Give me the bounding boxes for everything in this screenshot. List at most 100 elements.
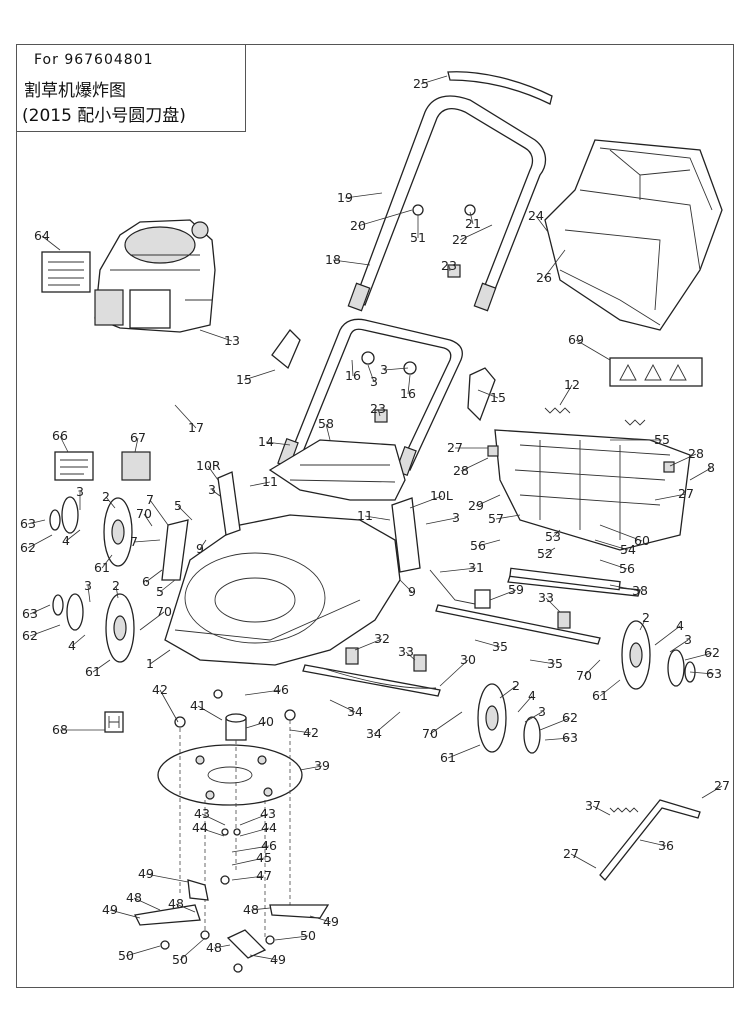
leader-line xyxy=(354,638,383,651)
part-number-label: 56 xyxy=(470,538,486,553)
part-number-label: 66 xyxy=(52,428,68,443)
callout-c48b: 48 xyxy=(168,896,196,913)
callout-c51: 51 xyxy=(410,215,426,245)
callout-c2d: 2 xyxy=(499,678,520,699)
leader-line xyxy=(495,514,521,520)
callout-c64: 64 xyxy=(34,228,61,251)
part-number-label: 26 xyxy=(536,270,552,285)
leader-line xyxy=(29,604,51,615)
part-number-label: 61 xyxy=(440,750,456,765)
leader-line xyxy=(357,209,413,227)
leader-line xyxy=(407,374,411,395)
leader-line xyxy=(139,611,165,631)
callout-c5b: 5 xyxy=(156,579,176,599)
leader-line xyxy=(249,481,271,487)
callout-c70c: 70 xyxy=(576,659,601,683)
part-number-label: 3 xyxy=(380,362,388,377)
part-number-label: 15 xyxy=(490,390,506,405)
callout-c30: 30 xyxy=(439,652,476,687)
part-number-label: 70 xyxy=(422,726,438,741)
leader-line xyxy=(689,671,715,675)
part-number-label: 38 xyxy=(632,583,648,598)
callout-c37: 37 xyxy=(585,798,611,816)
leader-line xyxy=(201,813,226,826)
spring-part xyxy=(544,407,646,426)
leader-line xyxy=(249,954,279,961)
callout-c42a: 42 xyxy=(152,682,179,723)
callout-c25: 25 xyxy=(413,75,448,91)
model-number: For 967604801 xyxy=(34,52,154,68)
leader-line xyxy=(594,539,629,551)
leader-line xyxy=(245,721,267,729)
engine-part xyxy=(94,219,216,333)
callout-c70d: 70 xyxy=(422,711,463,741)
title-block xyxy=(16,44,246,132)
part-number-label: 22 xyxy=(452,232,468,247)
leader-line xyxy=(332,259,371,266)
callout-c49b: 49 xyxy=(102,902,141,919)
part-number-label: 23 xyxy=(370,401,386,416)
part-number-label: 51 xyxy=(410,230,426,245)
callout-c62a: 62 xyxy=(20,534,53,555)
callout-c70a: 70 xyxy=(136,506,153,527)
callout-c3b: 3 xyxy=(380,362,409,377)
part-number-label: 37 xyxy=(585,798,601,813)
callout-c3e: 3 xyxy=(425,510,460,525)
callout-c17: 17 xyxy=(174,404,204,435)
callout-c19: 19 xyxy=(337,190,383,205)
part-number-label: 10L xyxy=(430,488,453,503)
wheel-front-right xyxy=(477,683,541,754)
leader-line xyxy=(239,827,270,837)
leader-line xyxy=(239,813,269,826)
leader-line xyxy=(517,695,533,713)
leader-line xyxy=(477,539,501,547)
callout-c50c: 50 xyxy=(172,937,206,967)
part-number-label: 50 xyxy=(118,948,134,963)
part-number-label: 68 xyxy=(52,722,68,737)
part-number-label: 13 xyxy=(224,333,240,348)
part-number-label: 60 xyxy=(634,533,650,548)
part-number-label: 16 xyxy=(345,368,361,383)
callout-c28b: 28 xyxy=(669,446,704,467)
mower-deck-part xyxy=(164,514,401,666)
callout-c8: 8 xyxy=(689,460,715,481)
leader-line xyxy=(115,585,119,599)
leader-line xyxy=(489,589,517,601)
leader-line xyxy=(575,339,611,361)
callout-c9a: 9 xyxy=(196,539,207,556)
callout-c48c: 48 xyxy=(243,902,271,917)
part-number-label: 31 xyxy=(468,560,484,575)
leader-line xyxy=(179,937,206,961)
callout-c63d: 63 xyxy=(544,730,578,745)
leader-line xyxy=(197,705,223,721)
callout-c43a: 43 xyxy=(194,806,226,826)
callout-c48d: 48 xyxy=(206,940,231,955)
part-number-label: 39 xyxy=(314,758,330,773)
part-number-label: 2 xyxy=(642,610,650,625)
leader-line xyxy=(199,827,225,837)
wheel-front-left xyxy=(49,496,133,567)
callout-c3d: 3 xyxy=(76,484,84,510)
part-number-label: 4 xyxy=(676,618,684,633)
callout-c12: 12 xyxy=(559,377,580,406)
callout-c2b: 2 xyxy=(112,578,120,599)
part-number-label: 64 xyxy=(34,228,50,243)
part-number-label: 44 xyxy=(192,820,208,835)
part-number-label: 59 xyxy=(508,582,524,597)
part-number-label: 3 xyxy=(84,578,92,593)
part-number-label: 10R xyxy=(196,458,221,473)
leader-line xyxy=(133,897,161,911)
part-number-label: 21 xyxy=(465,216,481,231)
leader-line xyxy=(559,384,573,406)
callout-c50b: 50 xyxy=(274,928,316,943)
leader-line xyxy=(243,369,276,381)
leader-line xyxy=(213,944,231,949)
part-number-label: 50 xyxy=(300,928,316,943)
leader-line xyxy=(174,404,197,429)
leader-line xyxy=(535,215,549,233)
part-number-label: 16 xyxy=(400,386,416,401)
part-number-label: 62 xyxy=(20,540,36,555)
wheel-rear-right xyxy=(621,620,696,690)
part-number-label: 36 xyxy=(658,838,674,853)
callout-c49d: 49 xyxy=(249,952,286,967)
